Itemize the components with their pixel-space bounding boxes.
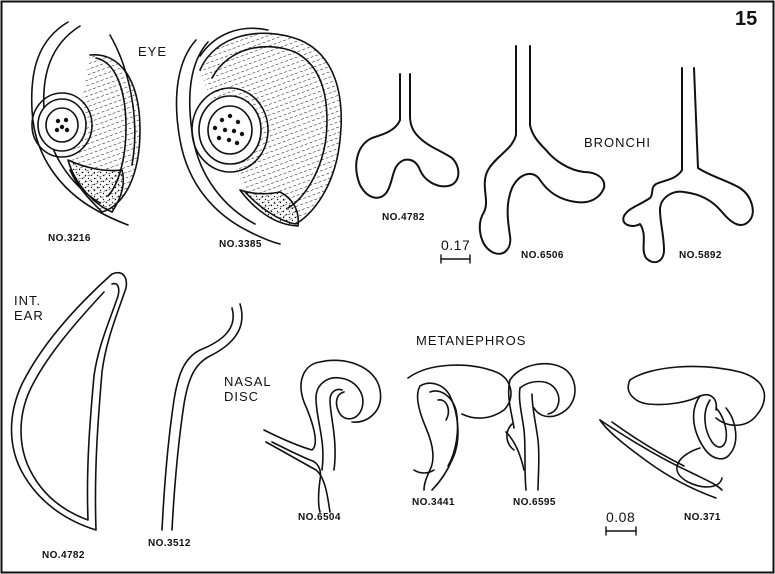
caption-eye-3385: NO.3385 [219,239,262,250]
int-ear-label: INT. EAR [14,293,44,323]
scale-bar-lower-line [605,526,637,536]
metanephros-6595 [505,362,576,491]
bronchi-label: BRONCHI [584,135,651,150]
metanephros-3441 [407,364,512,491]
caption-bronchi-5892: NO.5892 [679,250,722,261]
eye-label: EYE [138,44,168,59]
scale-bar-upper-value: 0.17 [441,237,471,253]
nasal-disc-label-line1: NASAL [224,374,272,389]
internal-ear-4782 [10,272,128,531]
caption-nasal-3512: NO.3512 [148,538,191,549]
eye-section-3385 [175,27,343,245]
metanephros-label: METANEPHROS [416,333,527,348]
int-ear-label-line2: EAR [14,308,44,323]
caption-metanephros-6504: NO.6504 [298,512,341,523]
plate-number: 15 [735,8,758,30]
bronchi-5892 [622,67,754,264]
nasal-disc-label: NASAL DISC [224,374,272,404]
caption-metanephros-6595: NO.6595 [513,497,556,508]
scale-bar-lower-value: 0.08 [606,509,636,525]
bronchi-6506 [478,45,606,255]
eye-section-3216 [30,21,141,226]
caption-bronchi-6506: NO.6506 [521,250,564,261]
caption-metanephros-3441: NO.3441 [412,497,455,508]
metanephros-371 [599,365,766,499]
caption-bronchi-4782: NO.4782 [382,212,425,223]
int-ear-label-line1: INT. [14,293,42,308]
caption-eye-3216: NO.3216 [48,233,91,244]
scale-bar-upper-line [440,254,471,264]
caption-metanephros-371: NO.371 [684,512,721,523]
caption-ear-4782: NO.4782 [42,550,85,561]
nasal-disc-label-line2: DISC [224,389,260,404]
bronchi-4782 [355,73,460,199]
metanephros-6504 [263,359,382,513]
nasal-disc-3512 [161,303,243,531]
